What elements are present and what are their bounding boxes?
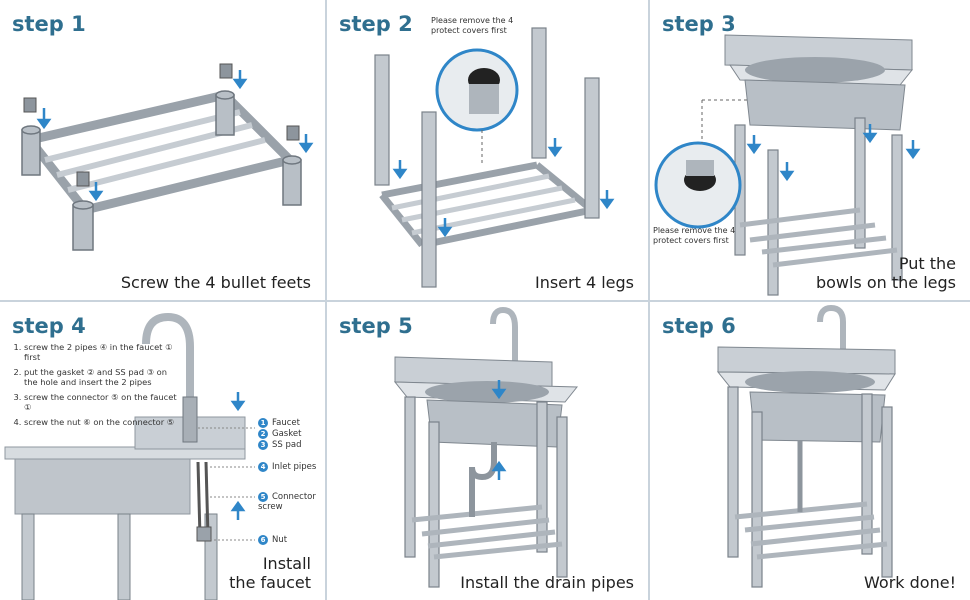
part-1-name: Faucet bbox=[272, 418, 300, 428]
step-3-panel: step 3 bbox=[650, 0, 970, 300]
step-3-title: step 3 bbox=[662, 12, 736, 36]
faucet-install-illustration bbox=[4, 312, 255, 600]
part-1-label: 1 Faucet bbox=[258, 418, 300, 428]
frame-with-feet-illustration bbox=[21, 63, 314, 251]
part-6-name: Nut bbox=[272, 535, 288, 545]
step-2-note: Please remove the 4 protect covers first bbox=[431, 16, 514, 35]
step-1-caption: Screw the 4 bullet feets bbox=[120, 273, 311, 292]
bowl-on-legs-illustration bbox=[654, 34, 921, 296]
drain-pipe-illustration bbox=[393, 306, 579, 588]
step-2-caption: Insert 4 legs bbox=[534, 273, 634, 292]
part-2-badge: 2 bbox=[258, 429, 268, 439]
step-5-title: step 5 bbox=[339, 314, 413, 338]
step-1-panel: step 1 bbox=[0, 0, 325, 300]
step-1-title: step 1 bbox=[12, 12, 86, 36]
part-5-name: Connector screw bbox=[258, 492, 316, 512]
instruction-item: screw the nut ⑥ on the connector ⑤ bbox=[24, 417, 182, 427]
part-6-label: 6 Nut bbox=[258, 535, 287, 545]
step-3-caption-line-2: bowls on the legs bbox=[815, 273, 956, 292]
part-3-badge: 3 bbox=[258, 440, 268, 450]
step-3-caption: Put the bowls on the legs bbox=[816, 254, 956, 292]
step-2-title: step 2 bbox=[339, 12, 413, 36]
step-4-title: step 4 bbox=[12, 314, 86, 338]
instruction-item: screw the 2 pipes ④ in the faucet ① firs… bbox=[24, 342, 182, 362]
step-6-caption: Work done! bbox=[864, 573, 956, 592]
step-4-instructions: screw the 2 pipes ④ in the faucet ① firs… bbox=[12, 342, 182, 432]
step-6-panel: step 6 Work done! bbox=[650, 302, 970, 600]
step-4-caption-line-2: the faucet bbox=[229, 573, 311, 592]
part-4-name: Inlet pipes bbox=[272, 462, 317, 472]
step-2-panel: step 2 Please remove the 4 protect cover… bbox=[327, 0, 648, 300]
part-3-label: 3 SS pad bbox=[258, 440, 302, 450]
step-5-panel: step 5 Insta bbox=[327, 302, 648, 600]
frame-with-legs-illustration bbox=[374, 27, 615, 288]
divider-horizontal bbox=[0, 300, 970, 302]
part-6-badge: 6 bbox=[258, 535, 268, 545]
step-6-title: step 6 bbox=[662, 314, 736, 338]
instruction-item: put the gasket ② and SS pad ③ on the hol… bbox=[24, 367, 182, 387]
part-2-label: 2 Gasket bbox=[258, 429, 301, 439]
step-3-note: Please remove the 4 protect covers first bbox=[653, 226, 736, 245]
step-4-panel: step 4 scre bbox=[0, 302, 325, 600]
part-4-label: 4 Inlet pipes bbox=[258, 462, 318, 472]
part-4-badge: 4 bbox=[258, 462, 268, 472]
step-4-caption-line-1: Install bbox=[262, 554, 311, 573]
step-3-caption-line-1: Put the bbox=[898, 254, 956, 273]
instruction-item: screw the connector ⑤ on the faucet ① bbox=[24, 392, 182, 412]
step-4-caption: Install the faucet bbox=[229, 554, 311, 592]
part-5-badge: 5 bbox=[258, 492, 268, 502]
step-5-caption: Install the drain pipes bbox=[460, 573, 634, 592]
finished-sink-illustration bbox=[716, 304, 896, 588]
part-2-name: Gasket bbox=[272, 429, 302, 439]
part-3-name: SS pad bbox=[272, 440, 302, 450]
part-1-badge: 1 bbox=[258, 418, 268, 428]
